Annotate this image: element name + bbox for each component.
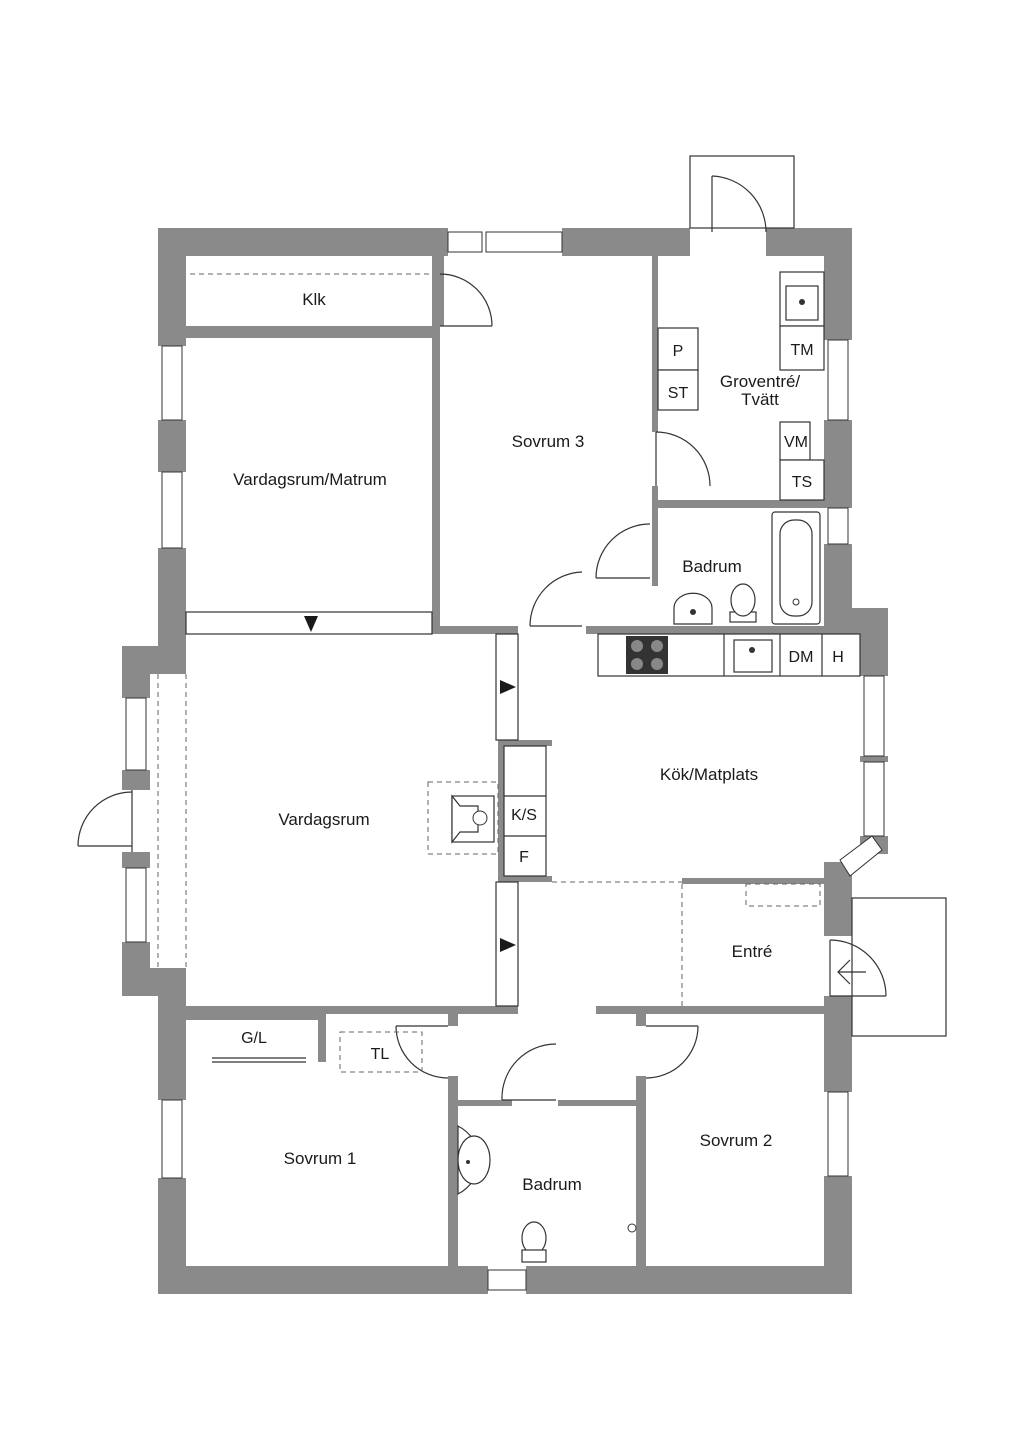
fixture-label-dm: DM: [789, 649, 814, 666]
room-label-vardagsrum-matrum: Vardagsrum/Matrum: [233, 470, 387, 489]
exterior-walls: [122, 228, 888, 1294]
room-label-badrum-top: Badrum: [682, 557, 742, 576]
room-label-sovrum-1: Sovrum 1: [284, 1149, 357, 1168]
fixture-labels: P ST TM VM TS DM H K/S F G/L TL: [241, 342, 844, 1063]
fixture-label-gl: G/L: [241, 1030, 267, 1047]
dashed-lines: [157, 273, 821, 1073]
interior-walls: [186, 256, 824, 1266]
doors: [77, 155, 947, 1101]
windows: [125, 231, 885, 1291]
room-label-klk: Klk: [302, 290, 326, 309]
section-markers: [185, 611, 519, 1007]
room-label-vardagsrum: Vardagsrum: [278, 810, 369, 829]
room-label-groventre: Groventré/: [720, 372, 801, 391]
room-label-sovrum-2: Sovrum 2: [700, 1131, 773, 1150]
stove-icon: [626, 636, 668, 674]
arrow-down-icon: [304, 616, 318, 632]
fixture-label-h: H: [832, 649, 844, 666]
fixture-label-ks: K/S: [511, 807, 537, 824]
bathtub-icon: [779, 519, 813, 617]
room-label-badrum-bottom: Badrum: [522, 1175, 582, 1194]
arrow-right-icon: [500, 938, 516, 952]
arrow-right-icon: [500, 680, 516, 694]
tap-icon: [627, 1223, 637, 1233]
fixture-label-ts: TS: [792, 474, 812, 491]
room-labels: Klk Vardagsrum/Matrum Sovrum 3 Groventré…: [233, 290, 800, 1194]
sink-icon: [733, 639, 773, 673]
room-label-sovrum-3: Sovrum 3: [512, 432, 585, 451]
fixture-label-tm: TM: [790, 342, 813, 359]
room-label-kok: Kök/Matplats: [660, 765, 758, 784]
fixture-label-tl: TL: [371, 1046, 390, 1063]
fixture-label-vm: VM: [784, 434, 808, 451]
fixture-label-p: P: [673, 343, 684, 360]
room-label-entre: Entré: [732, 942, 773, 961]
sink-icon: [673, 592, 713, 625]
fixtures: [212, 271, 861, 1263]
room-label-tvatt: Tvätt: [741, 390, 779, 409]
toilet-icon: [521, 1221, 547, 1255]
fixture-label-f: F: [519, 849, 529, 866]
fixture-label-st: ST: [668, 385, 689, 402]
